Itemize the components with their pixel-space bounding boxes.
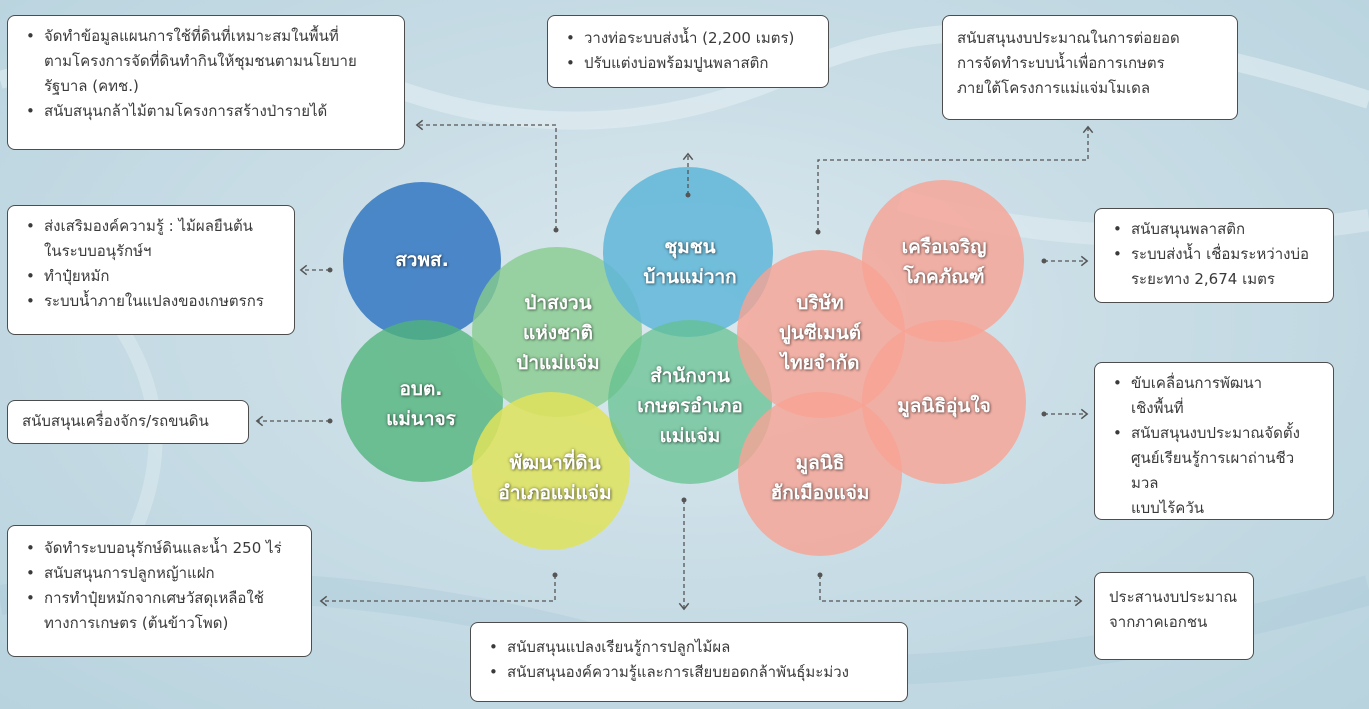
- label-community-line: บ้านแม่วาก: [643, 266, 737, 288]
- box-sawaphot-item: ทำปุ๋ยหมัก: [26, 264, 280, 289]
- label-obt-line: อบต.: [399, 378, 443, 400]
- label-community-line: ชุมชน: [664, 236, 716, 258]
- label-land-line: พัฒนาที่ดิน: [509, 452, 601, 474]
- circle-hug: [738, 392, 902, 556]
- label-obt-line: แม่นาจร: [386, 408, 456, 430]
- box-forest-item: จัดทำข้อมูลแผนการใช้ที่ดินที่เหมาะสมในพื…: [26, 24, 390, 99]
- label-agri-line: สำนักงาน: [650, 365, 730, 387]
- label-hug-line: ฮักเมืองแจ่ม: [770, 482, 870, 504]
- box-sawaphot-item: ส่งเสริมองค์ความรู้ : ไม้ผลยืนต้นในระบบอ…: [26, 214, 280, 264]
- label-scg-line: ปูนซีเมนต์: [778, 322, 862, 344]
- label-hug-line: มูลนิธิ: [795, 452, 845, 474]
- box-scg-line: ภายใต้โครงการแม่แจ่มโมเดล: [957, 79, 1151, 97]
- box-agri-item: สนับสนุนแปลงเรียนรู้การปลูกไม้ผล: [489, 635, 893, 660]
- box-unjai-item: สนับสนุนงบประมาณจัดตั้งศูนย์เรียนรู้การเ…: [1113, 421, 1319, 521]
- label-forest-line: ป่าสงวน: [524, 292, 592, 314]
- label-forest-line: แห่งชาติ: [523, 322, 593, 344]
- label-agri-office: สำนักงาน เกษตรอำเภอ แม่แจ่ม: [637, 361, 743, 451]
- box-sawaphot-item: ระบบน้ำภายในแปลงของเกษตรกร: [26, 289, 280, 314]
- box-forest-item: สนับสนุนกล้าไม้ตามโครงการสร้างป่ารายได้: [26, 99, 390, 124]
- label-khrua-line: โภคภัณฑ์: [903, 266, 985, 288]
- label-forest: ป่าสงวน แห่งชาติ ป่าแม่แจ่ม: [516, 288, 599, 378]
- box-forest: จัดทำข้อมูลแผนการใช้ที่ดินที่เหมาะสมในพื…: [7, 15, 405, 150]
- circle-land-dev: [472, 392, 630, 550]
- box-community-item: วางท่อระบบส่งน้ำ (2,200 เมตร): [566, 26, 814, 51]
- label-agri-line: แม่แจ่ม: [659, 425, 721, 447]
- label-unjai: มูลนิธิอุ่นใจ: [897, 395, 991, 417]
- label-hug: มูลนิธิ ฮักเมืองแจ่ม: [771, 448, 870, 508]
- label-sawaphot: สวพส.: [395, 249, 449, 271]
- box-scg: สนับสนุนงบประมาณในการต่อยอด การจัดทำระบบ…: [942, 15, 1238, 120]
- box-agri: สนับสนุนแปลงเรียนรู้การปลูกไม้ผล สนับสนุ…: [470, 622, 908, 702]
- label-scg: บริษัท ปูนซีเมนต์ ไทยจำกัด: [779, 288, 861, 378]
- label-agri-line: เกษตรอำเภอ: [637, 395, 743, 417]
- box-scg-line: สนับสนุนงบประมาณในการต่อยอด: [957, 29, 1180, 47]
- label-community: ชุมชน บ้านแม่วาก: [643, 232, 736, 292]
- box-land-item: การทำปุ๋ยหมักจากเศษวัสดุเหลือใช้ทางการเก…: [26, 586, 297, 636]
- box-sawaphot: ส่งเสริมองค์ความรู้ : ไม้ผลยืนต้นในระบบอ…: [7, 205, 295, 335]
- box-land: จัดทำระบบอนุรักษ์ดินและน้ำ 250 ไร่ สนับส…: [7, 525, 312, 657]
- box-obt-text: สนับสนุนเครื่องจักร/รถขนดิน: [22, 412, 209, 430]
- box-hug: ประสานงบประมาณ จากภาคเอกชน: [1094, 572, 1254, 660]
- label-khrua: เครือเจริญ โภคภัณฑ์: [902, 232, 987, 292]
- label-land-line: อำเภอแม่แจ่ม: [498, 482, 612, 504]
- label-scg-line: บริษัท: [796, 292, 844, 314]
- label-forest-line: ป่าแม่แจ่ม: [516, 352, 600, 374]
- label-khrua-line: เครือเจริญ: [901, 236, 987, 258]
- box-land-item: สนับสนุนการปลูกหญ้าแฝก: [26, 561, 297, 586]
- label-land-dev: พัฒนาที่ดิน อำเภอแม่แจ่ม: [498, 448, 611, 508]
- box-agri-item: สนับสนุนองค์ความรู้และการเสียบยอดกล้าพัน…: [489, 660, 893, 685]
- label-obt: อบต. แม่นาจร: [386, 374, 456, 434]
- box-hug-line: ประสานงบประมาณ: [1109, 588, 1238, 606]
- box-obt: สนับสนุนเครื่องจักร/รถขนดิน: [7, 400, 249, 444]
- box-land-item: จัดทำระบบอนุรักษ์ดินและน้ำ 250 ไร่: [26, 536, 297, 561]
- label-scg-line: ไทยจำกัด: [780, 352, 860, 374]
- box-khrua: สนับสนุนพลาสติก ระบบส่งน้ำ เชื่อมระหว่าง…: [1094, 208, 1334, 303]
- box-community: วางท่อระบบส่งน้ำ (2,200 เมตร) ปรับแต่งบ่…: [547, 15, 829, 88]
- box-hug-line: จากภาคเอกชน: [1109, 613, 1208, 631]
- box-scg-line: การจัดทำระบบน้ำเพื่อการเกษตร: [957, 54, 1165, 72]
- box-khrua-item: สนับสนุนพลาสติก: [1113, 217, 1319, 242]
- box-community-item: ปรับแต่งบ่อพร้อมปูนพลาสติก: [566, 51, 814, 76]
